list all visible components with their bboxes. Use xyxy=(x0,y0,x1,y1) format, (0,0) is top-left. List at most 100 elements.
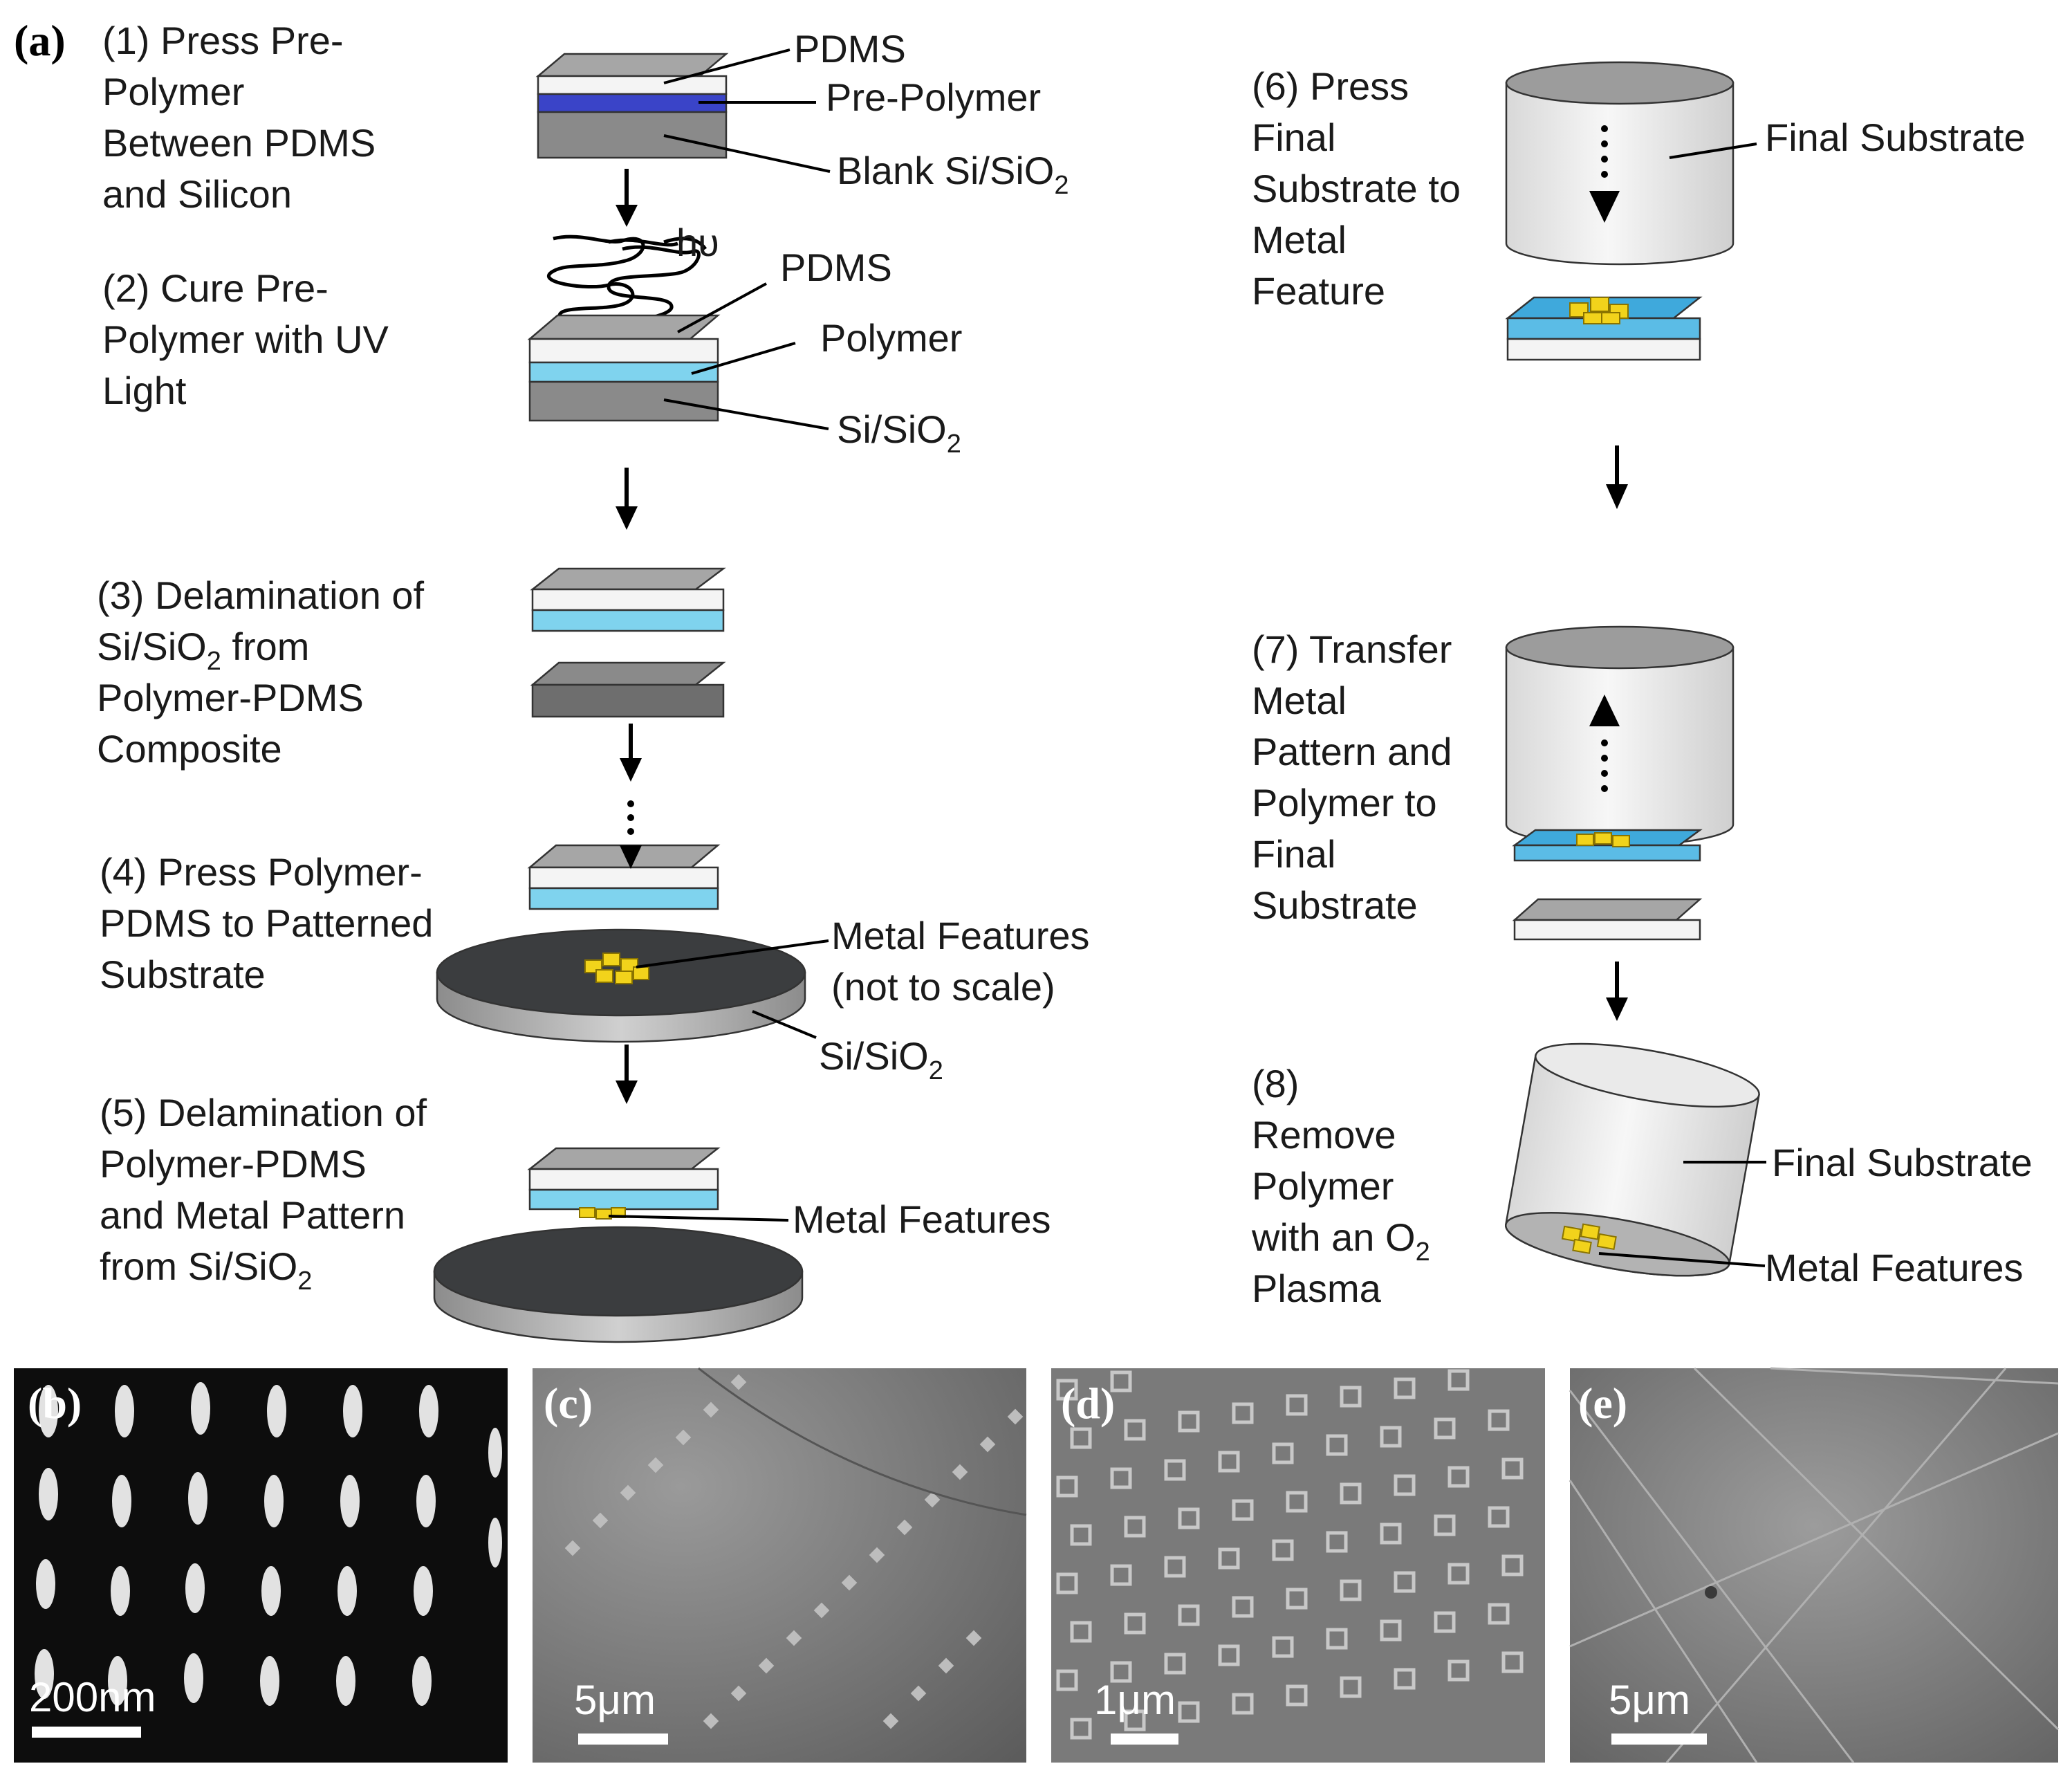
svg-text:Polymer to: Polymer to xyxy=(1252,781,1437,825)
square-ring-feature xyxy=(1178,1507,1200,1529)
arrow-step-7-8 xyxy=(1606,962,1628,1021)
arrow-step-4-5 xyxy=(616,1045,638,1104)
square-ring-feature xyxy=(1447,1466,1470,1488)
square-ring-feature xyxy=(1232,1499,1254,1521)
square-ring-feature xyxy=(1501,1457,1524,1480)
label-not-to-scale: (not to scale) xyxy=(831,965,1055,1009)
svg-text:Polymer-PDMS: Polymer-PDMS xyxy=(100,1142,367,1186)
svg-text:(7) Transfer: (7) Transfer xyxy=(1252,627,1452,671)
square-ring-feature xyxy=(1380,1523,1402,1545)
square-ring-feature xyxy=(1164,1556,1186,1578)
label-polymer: Polymer xyxy=(820,316,962,360)
square-ring-feature xyxy=(1501,1651,1524,1673)
square-ring-feature xyxy=(1340,1676,1362,1698)
svg-text:(6) Press: (6) Press xyxy=(1252,64,1409,108)
svg-text:with an O2: with an O2 xyxy=(1251,1215,1430,1267)
square-ring-feature xyxy=(1501,1554,1524,1576)
square-ring-feature xyxy=(1056,1475,1078,1498)
square-ring-feature xyxy=(1434,1514,1456,1536)
square-ring-feature xyxy=(1110,1564,1132,1586)
cylinder-step-8 xyxy=(1504,1042,1760,1277)
step-4-text: (4) Press Polymer- PDMS to Patterned Sub… xyxy=(100,850,433,996)
svg-text:(1) Press Pre-: (1) Press Pre- xyxy=(102,19,344,62)
square-ring-feature xyxy=(1056,1572,1078,1594)
square-ring-feature xyxy=(1272,1539,1294,1561)
label-blank-si: Blank Si/SiO2 xyxy=(837,149,1069,200)
label-pdms-2: PDMS xyxy=(780,246,892,289)
micrograph-e-scale-bar xyxy=(1611,1734,1707,1745)
square-ring-feature xyxy=(1124,1516,1146,1538)
step-1-stack xyxy=(535,53,729,159)
label-metal-features-8: Metal Features xyxy=(1765,1246,2024,1289)
square-ring-feature xyxy=(1124,1612,1146,1635)
svg-text:Polymer: Polymer xyxy=(102,70,244,113)
label-prepolymer: Pre-Polymer xyxy=(826,75,1041,119)
square-ring-feature xyxy=(1380,1619,1402,1642)
micrograph-d-scale-label: 1μm xyxy=(1094,1677,1176,1723)
step-6-text: (6) Press Final Substrate to Metal Featu… xyxy=(1252,64,1461,313)
micrograph-b-scale-bar xyxy=(32,1727,141,1738)
square-ring-feature xyxy=(1326,1531,1348,1553)
label-si-2: Si/SiO2 xyxy=(837,407,961,459)
square-ring-feature xyxy=(1326,1628,1348,1650)
step-4-stack xyxy=(527,800,721,910)
svg-text:Feature: Feature xyxy=(1252,269,1385,313)
square-ring-feature xyxy=(1447,1563,1470,1585)
square-ring-feature xyxy=(1434,1611,1456,1633)
square-ring-feature xyxy=(1286,1394,1308,1416)
svg-text:Polymer with UV: Polymer with UV xyxy=(102,318,389,361)
arrow-step-6-7 xyxy=(1606,445,1628,509)
svg-text:Light: Light xyxy=(102,369,187,412)
svg-text:Polymer-PDMS: Polymer-PDMS xyxy=(97,676,364,719)
step-7-text: (7) Transfer Metal Pattern and Polymer t… xyxy=(1252,627,1452,927)
square-ring-feature xyxy=(1286,1684,1308,1707)
svg-text:Metal: Metal xyxy=(1252,218,1347,261)
square-ring-feature xyxy=(1070,1718,1092,1740)
step-8-text: (8) Remove Polymer with an O2 Plasma xyxy=(1251,1062,1430,1310)
square-ring-feature xyxy=(1447,1369,1470,1391)
step-7-pdms xyxy=(1512,898,1703,941)
svg-text:Final: Final xyxy=(1252,832,1335,876)
svg-text:and Silicon: and Silicon xyxy=(102,172,292,216)
square-ring-feature xyxy=(1178,1410,1200,1433)
square-ring-feature xyxy=(1326,1434,1348,1456)
square-ring-feature xyxy=(1394,1474,1416,1496)
step-2-text: (2) Cure Pre- Polymer with UV Light xyxy=(102,266,389,412)
svg-text:from Si/SiO2: from Si/SiO2 xyxy=(100,1244,312,1296)
svg-text:Pattern and: Pattern and xyxy=(1252,730,1452,773)
square-ring-feature xyxy=(1488,1603,1510,1625)
label-si-4: Si/SiO2 xyxy=(819,1034,943,1085)
square-ring-feature xyxy=(1070,1427,1092,1449)
square-ring-feature xyxy=(1394,1571,1416,1593)
square-ring-feature xyxy=(1394,1377,1416,1399)
step-3-stack xyxy=(530,567,726,718)
metal-features-4 xyxy=(584,953,649,984)
svg-text:Final: Final xyxy=(1252,116,1335,159)
square-ring-feature xyxy=(1164,1653,1186,1675)
svg-text:(2) Cure Pre-: (2) Cure Pre- xyxy=(102,266,329,310)
square-ring-feature xyxy=(1164,1459,1186,1481)
square-ring-feature xyxy=(1232,1402,1254,1424)
square-ring-feature xyxy=(1110,1661,1132,1683)
square-ring-feature xyxy=(1124,1709,1146,1731)
svg-text:(8): (8) xyxy=(1252,1062,1299,1105)
square-ring-feature xyxy=(1340,1386,1362,1408)
square-ring-feature xyxy=(1070,1621,1092,1643)
svg-text:Substrate: Substrate xyxy=(1252,883,1418,927)
label-final-substrate-6: Final Substrate xyxy=(1765,116,2026,159)
square-ring-feature xyxy=(1380,1426,1402,1448)
step-6-leader xyxy=(1669,142,1757,159)
square-ring-feature xyxy=(1447,1659,1470,1682)
step-2-stack xyxy=(527,314,721,422)
label-pdms-1: PDMS xyxy=(794,27,906,71)
square-ring-feature xyxy=(1124,1419,1146,1441)
svg-text:Polymer: Polymer xyxy=(1252,1164,1394,1208)
square-ring-feature xyxy=(1218,1451,1240,1473)
square-ring-feature xyxy=(1110,1370,1132,1392)
uv-light-waves xyxy=(546,235,707,327)
arrow-step-2-3 xyxy=(616,468,638,530)
square-ring-feature xyxy=(1110,1467,1132,1489)
square-ring-feature xyxy=(1218,1547,1240,1570)
square-ring-feature xyxy=(1232,1693,1254,1715)
micrograph-b-letter: (b) xyxy=(28,1379,82,1428)
